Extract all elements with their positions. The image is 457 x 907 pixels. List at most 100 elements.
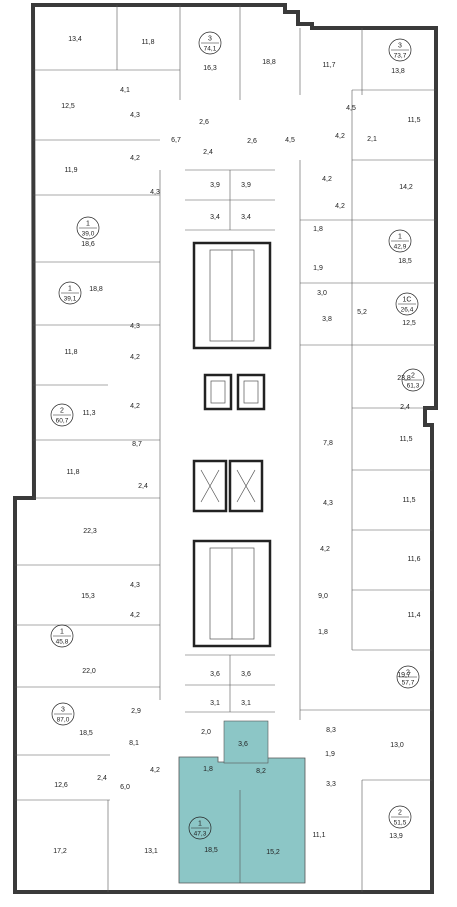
apartment-total-area: 42,9 xyxy=(394,244,407,251)
apartment-rooms-count: 3 xyxy=(61,707,65,714)
apartment-rooms-count: 2 xyxy=(406,670,410,677)
apartment-rooms-count: 1 xyxy=(68,286,72,293)
apartment-marker-circle xyxy=(401,368,425,392)
apartment-marker[interactable]: 261,3 xyxy=(401,368,425,392)
apartment-marker-circle xyxy=(395,292,419,316)
room-area-label: 3,3 xyxy=(326,781,336,788)
apartment-rooms-count: 3 xyxy=(398,43,402,50)
room-area-label: 4,2 xyxy=(130,155,140,162)
apartment-total-area: 39,0 xyxy=(82,231,95,238)
room-area-label: 12,5 xyxy=(402,320,416,327)
room-area-label: 18,5 xyxy=(79,730,93,737)
room-area-label: 8,7 xyxy=(132,441,142,448)
room-area-label: 23,8 xyxy=(397,375,411,382)
room-area-label: 11,7 xyxy=(322,62,335,69)
room-area-label: 8,1 xyxy=(129,740,139,747)
stair-core-top xyxy=(192,241,272,350)
apartment-total-area: 51,5 xyxy=(394,820,407,827)
room-area-label: 15,2 xyxy=(266,849,280,856)
apartment-marker[interactable]: 387,0 xyxy=(51,702,75,726)
interior-walls xyxy=(15,5,436,892)
apartment-rooms-count: 2 xyxy=(411,373,415,380)
apartment-rooms-count: 1 xyxy=(398,234,402,241)
room-area-label: 13,1 xyxy=(144,848,158,855)
room-area-label: 11,9 xyxy=(64,167,77,174)
stair-core-bottom xyxy=(192,539,272,648)
apartment-total-area: 26,4 xyxy=(401,307,414,314)
room-area-label: 1,8 xyxy=(203,766,213,773)
room-area-label: 3,1 xyxy=(241,700,251,707)
room-area-label: 19,7 xyxy=(397,672,411,679)
room-area-label: 18,8 xyxy=(89,286,103,293)
apartment-rooms-count: 2 xyxy=(60,408,64,415)
room-area-label: 9,0 xyxy=(318,593,328,600)
room-area-label: 4,2 xyxy=(322,176,332,183)
apartment-marker-circle xyxy=(198,31,222,55)
room-area-label: 11,6 xyxy=(407,556,420,563)
apartment-marker-circle xyxy=(388,805,412,829)
room-area-label: 1,8 xyxy=(318,629,328,636)
room-area-label: 1,9 xyxy=(325,751,335,758)
apartment-marker-circle xyxy=(76,216,100,240)
room-area-label: 4,2 xyxy=(150,767,160,774)
room-area-label: 18,8 xyxy=(262,59,276,66)
apartment-marker[interactable]: 145,8 xyxy=(50,624,74,648)
room-area-label: 3,0 xyxy=(317,290,327,297)
highlighted-apartment[interactable] xyxy=(178,720,306,884)
apartment-marker[interactable]: 251,5 xyxy=(388,805,412,829)
room-area-label: 4,3 xyxy=(130,323,140,330)
room-area-label: 14,2 xyxy=(399,184,413,191)
room-area-label: 4,2 xyxy=(130,403,140,410)
room-area-label: 3,9 xyxy=(210,182,220,189)
room-area-label: 13,9 xyxy=(389,833,403,840)
apartment-marker[interactable]: 139,1 xyxy=(58,281,82,305)
apartment-marker[interactable]: 374,1 xyxy=(198,31,222,55)
room-area-label: 11,8 xyxy=(141,39,154,46)
room-area-label: 18,5 xyxy=(204,847,218,854)
apartment-marker[interactable]: 147,3 xyxy=(188,816,212,840)
lift-shafts-top xyxy=(203,373,266,411)
apartment-total-area: 39,1 xyxy=(64,296,77,303)
room-area-label: 11,5 xyxy=(407,117,420,124)
room-area-label: 6,7 xyxy=(171,137,181,144)
room-area-label: 15,3 xyxy=(81,593,95,600)
room-area-label: 11,8 xyxy=(66,469,79,476)
apartment-marker[interactable]: 373,7 xyxy=(388,38,412,62)
apartment-marker-circle xyxy=(388,38,412,62)
room-area-label: 12,6 xyxy=(54,782,68,789)
apartment-marker[interactable]: 257,7 xyxy=(396,665,420,689)
room-area-label: 6,0 xyxy=(120,784,130,791)
apartment-rooms-count: 3 xyxy=(208,36,212,43)
room-area-label: 4,3 xyxy=(130,582,140,589)
apartment-total-area: 45,8 xyxy=(56,639,69,646)
room-area-label: 4,3 xyxy=(130,112,140,119)
apartment-marker-circle xyxy=(50,403,74,427)
room-area-label: 2,4 xyxy=(138,483,148,490)
room-area-label: 2,1 xyxy=(367,136,377,143)
room-area-label: 2,0 xyxy=(201,729,211,736)
room-area-label: 4,2 xyxy=(335,133,345,140)
room-area-label: 4,3 xyxy=(150,189,160,196)
apartment-marker[interactable]: 142,9 xyxy=(388,229,412,253)
room-area-label: 1,8 xyxy=(313,226,323,233)
room-area-label: 3,9 xyxy=(241,182,251,189)
apartment-marker[interactable]: 139,0 xyxy=(76,216,100,240)
room-area-label: 13,8 xyxy=(391,68,405,75)
room-area-label: 2,4 xyxy=(400,404,410,411)
room-area-label: 3,6 xyxy=(241,671,251,678)
room-area-label: 16,3 xyxy=(203,65,217,72)
apartment-marker-circle xyxy=(50,624,74,648)
apartment-total-area: 57,7 xyxy=(402,680,415,687)
room-area-label: 22,0 xyxy=(82,668,96,675)
apartment-marker[interactable]: 260,7 xyxy=(50,403,74,427)
room-area-label: 8,2 xyxy=(256,768,266,775)
apartment-marker-circle xyxy=(51,702,75,726)
room-area-label: 11,5 xyxy=(399,436,412,443)
apartment-marker-circle xyxy=(396,665,420,689)
apartment-marker-circle xyxy=(188,816,212,840)
room-area-label: 2,9 xyxy=(131,708,141,715)
room-area-label: 18,6 xyxy=(81,241,95,248)
room-area-label: 8,3 xyxy=(326,727,336,734)
